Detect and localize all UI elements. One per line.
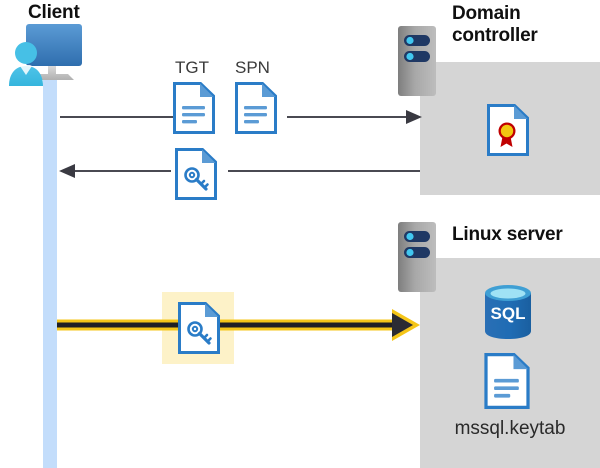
keytab-filename-label: mssql.keytab bbox=[454, 418, 566, 439]
server-rack-icon-linux-server bbox=[398, 222, 436, 292]
svg-text:SQL: SQL bbox=[491, 304, 526, 323]
tgt-document-icon bbox=[173, 82, 215, 134]
service-ticket-document-with-key-icon bbox=[178, 302, 220, 354]
sql-database-icon: SQL bbox=[485, 285, 531, 339]
certificate-document-icon bbox=[487, 104, 529, 156]
client-title: Client bbox=[28, 2, 80, 23]
spn-document-icon bbox=[235, 82, 277, 134]
domain-controller-title: Domain controller bbox=[452, 3, 538, 46]
client-icon bbox=[9, 24, 82, 86]
tgt-label: TGT bbox=[175, 58, 209, 77]
linux-server-title: Linux server bbox=[452, 224, 563, 245]
server-rack-icon-domain-controller bbox=[398, 26, 436, 96]
ticket-document-with-key-icon bbox=[175, 148, 217, 200]
client-lifeline bbox=[43, 78, 57, 468]
spn-label: SPN bbox=[235, 58, 270, 77]
keytab-document-icon bbox=[484, 353, 530, 409]
